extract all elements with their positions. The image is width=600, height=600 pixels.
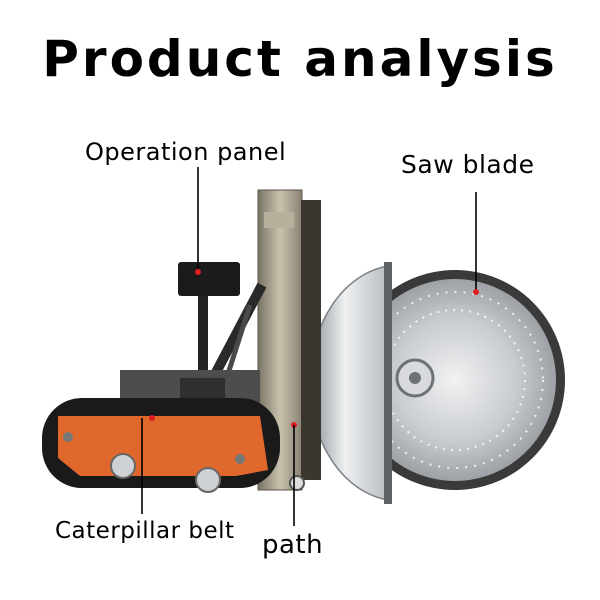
operation-panel-label: Operation panel <box>85 138 287 166</box>
saw-blade-label: Saw blade <box>401 150 535 179</box>
operation-panel <box>178 262 240 374</box>
track-side-plate <box>58 416 268 476</box>
saw-blade <box>345 270 565 490</box>
path-wheel <box>289 475 305 491</box>
caterpillar-belt-label: Caterpillar belt <box>55 518 235 544</box>
page-title: Product analysis <box>42 30 558 88</box>
leader-lines <box>141 167 477 526</box>
caterpillar-belt <box>42 398 280 493</box>
blade-guard <box>308 265 389 501</box>
path-label: path <box>262 530 324 560</box>
support-arm <box>207 282 267 383</box>
blade-guard-edge <box>384 262 392 504</box>
saw-blade-disc <box>354 279 556 481</box>
